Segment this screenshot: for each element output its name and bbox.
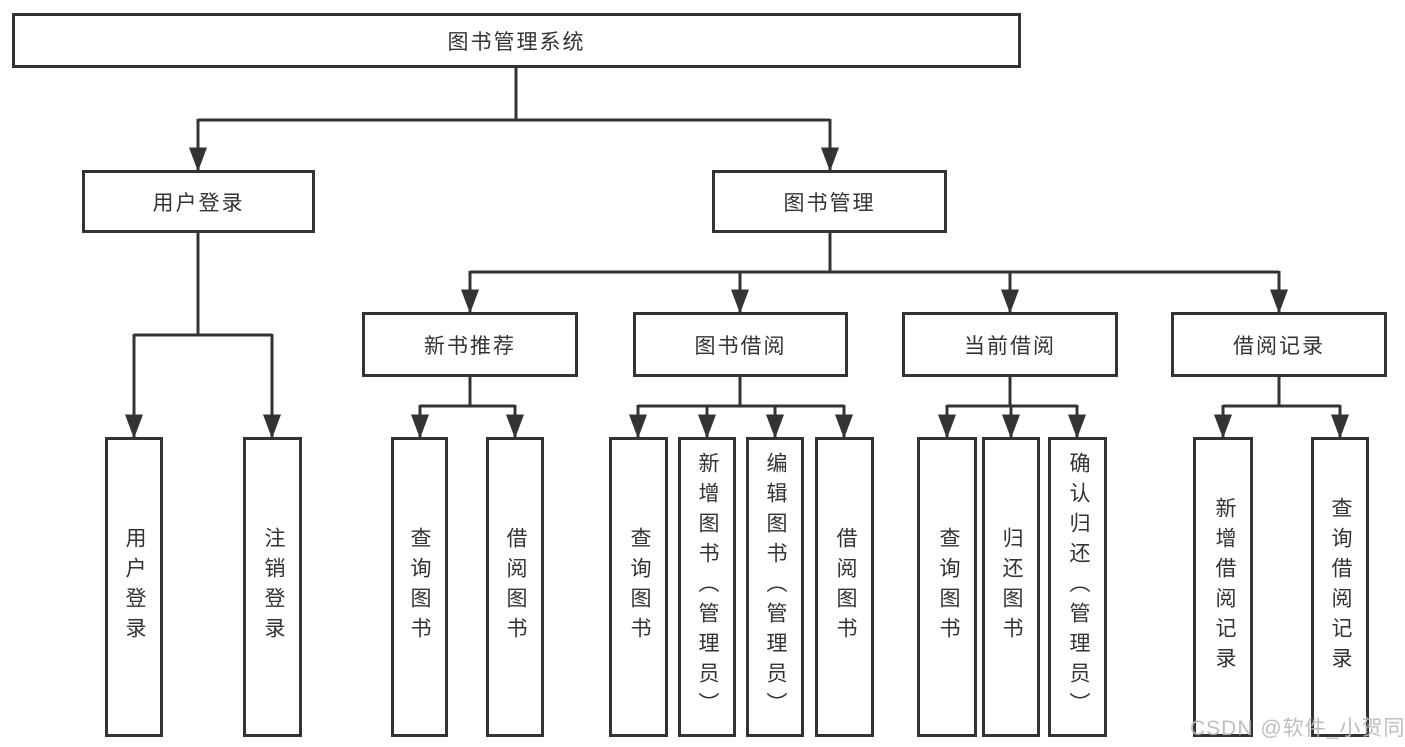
leaf-borrow-add-books-admin: 新增图书（管理员） [678, 437, 736, 737]
leaf-borrow-edit-books-admin: 编辑图书（管理员） [746, 437, 804, 737]
edges-new-book-recommend [411, 377, 524, 439]
node-new-book-recommend: 新书推荐 [362, 312, 578, 377]
edges-user-login [125, 233, 281, 439]
leaf-user-login: 用户登录 [105, 437, 163, 737]
node-book-management: 图书管理 [712, 170, 947, 233]
leaf-current-return-books: 归还图书 [982, 437, 1040, 737]
node-borrow-records: 借阅记录 [1171, 312, 1387, 377]
node-book-borrow: 图书借阅 [633, 312, 848, 377]
node-user-login: 用户登录 [82, 170, 315, 233]
leaf-newbook-query-books: 查询图书 [391, 437, 448, 737]
leaf-current-confirm-return-admin: 确认归还（管理员） [1048, 437, 1107, 737]
leaf-records-query-record: 查询借阅记录 [1311, 437, 1369, 737]
edges-current-borrow [938, 377, 1086, 439]
leaf-newbook-borrow-books: 借阅图书 [486, 437, 544, 737]
edges-borrow-records [1214, 377, 1349, 439]
node-current-borrow: 当前借阅 [902, 312, 1118, 377]
edges-book-borrow [629, 377, 853, 439]
leaf-logout: 注销登录 [243, 437, 302, 737]
leaf-records-add-record: 新增借阅记录 [1193, 437, 1253, 737]
edges-book-management [461, 233, 1288, 314]
node-root-library-system: 图书管理系统 [12, 13, 1021, 68]
leaf-current-query-books: 查询图书 [917, 437, 977, 737]
leaf-borrow-borrow-books: 借阅图书 [815, 437, 874, 737]
watermark-text: CSDN @软件_小贺同学 [1190, 717, 1405, 740]
edges-root [189, 68, 839, 172]
leaf-borrow-query-books: 查询图书 [609, 437, 668, 737]
